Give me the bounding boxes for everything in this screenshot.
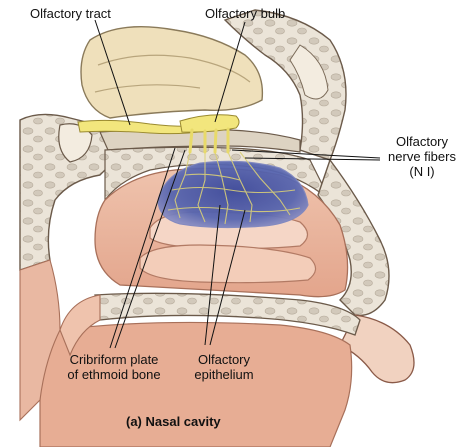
label-nerve-fibers-line3: (N I) <box>409 164 435 179</box>
label-epithelium-line2: epithelium <box>194 367 254 382</box>
sella-turcica <box>58 123 93 163</box>
hard-palate <box>94 292 361 336</box>
posterior-tissue <box>19 259 61 422</box>
label-cribriform-line1: Cribriform plate <box>69 352 159 367</box>
frontal-sinus <box>289 44 329 100</box>
label-cribriform-plate: Cribriform plate of ethmoid bone <box>52 352 176 382</box>
brain-fold <box>97 54 251 83</box>
brain-frontal-lobe <box>80 26 264 119</box>
label-olfactory-tract: Olfactory tract <box>30 6 111 21</box>
label-olfactory-epithelium: Olfactory epithelium <box>178 352 270 382</box>
brain-fold <box>94 84 201 93</box>
sphenoid-bone <box>19 113 126 271</box>
label-nerve-fibers-line2: nerve fibers <box>388 149 456 164</box>
olfactory-epithelium <box>157 160 309 229</box>
leader-cribriform <box>114 149 186 349</box>
leader-olfactory-bulb <box>214 21 246 123</box>
leader-cribriform-2 <box>109 147 176 349</box>
olfactory-nerve-bundles <box>188 127 230 154</box>
figure-caption: (a) Nasal cavity <box>126 414 221 429</box>
inferior-concha <box>139 244 317 284</box>
nose-cartilage <box>339 314 415 384</box>
label-cribriform-line2: of ethmoid bone <box>67 367 161 382</box>
label-epithelium-line1: Olfactory <box>197 352 250 367</box>
ethmoid-bone <box>104 146 331 202</box>
label-olfactory-nerve-fibers: Olfactory nerve fibers (N I) <box>376 134 468 179</box>
soft-palate <box>59 294 101 357</box>
leader-nerve-fibers-2 <box>244 157 381 161</box>
leader-lines <box>94 19 381 349</box>
nerve-fiber-network <box>167 151 301 225</box>
leader-epithelium-1 <box>204 204 221 346</box>
leader-nerve-fibers-1 <box>231 149 381 159</box>
leader-epithelium-2 <box>209 209 246 346</box>
leader-olfactory-tract <box>94 19 131 126</box>
label-olfactory-bulb: Olfactory bulb <box>205 6 286 21</box>
label-nerve-fibers-line1: Olfactory <box>395 134 448 149</box>
